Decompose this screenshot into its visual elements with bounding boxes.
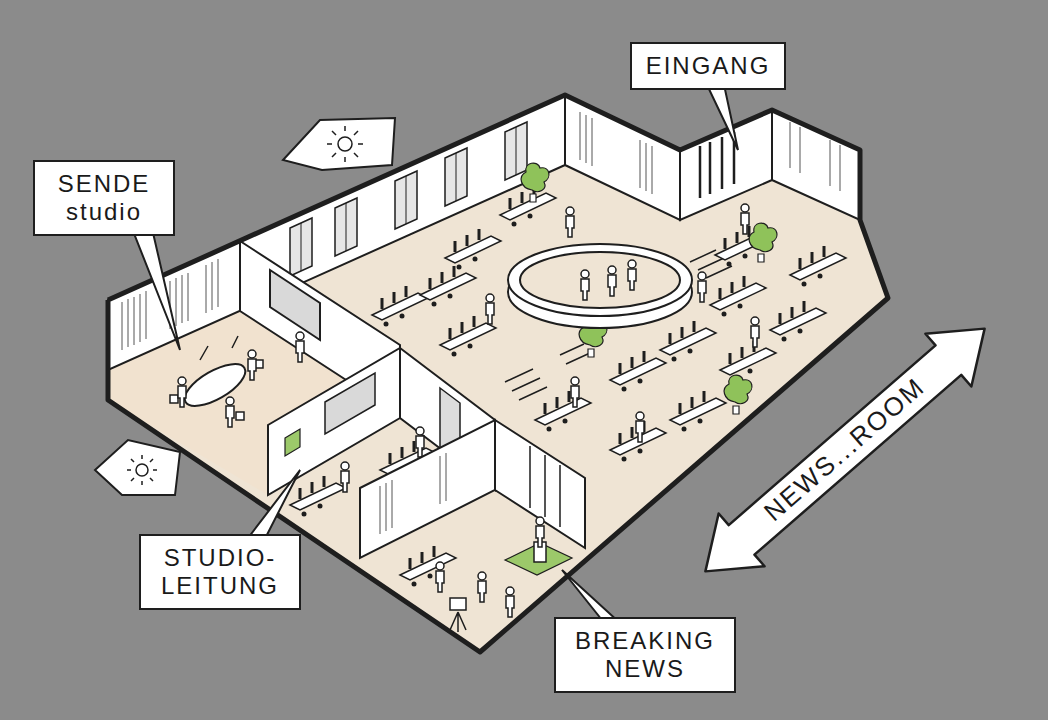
desk (710, 276, 766, 317)
wall-board (285, 429, 300, 456)
sun-arrow (283, 118, 395, 170)
sun-rays (127, 455, 157, 485)
sun-symbol (338, 137, 352, 151)
person (636, 412, 644, 442)
desk (720, 341, 776, 382)
person (178, 377, 186, 407)
plant (749, 223, 777, 262)
wall-hatching (580, 112, 652, 194)
callout-label: EINGANG (646, 52, 771, 80)
arrow-shape (283, 118, 395, 170)
person (698, 272, 706, 302)
callout-box: STUDIO- LEITUNG (139, 534, 301, 609)
person (741, 204, 749, 234)
callout-box: SENDE studio (33, 160, 175, 235)
arrow-shape (95, 440, 180, 495)
wall-hatching (380, 453, 446, 534)
ring-desk (508, 244, 692, 316)
desk (290, 476, 346, 517)
studio-table (179, 356, 252, 414)
desk (610, 351, 666, 392)
desk (500, 186, 556, 227)
desk (535, 391, 591, 432)
person (486, 294, 494, 324)
person (571, 377, 579, 407)
callout-label: BREAKING NEWS (570, 627, 720, 682)
sun-symbol (136, 464, 148, 476)
person (248, 350, 256, 380)
person (566, 207, 574, 237)
person (341, 462, 349, 492)
desk (790, 246, 846, 287)
desk (445, 229, 501, 270)
callout-label: SENDE studio (49, 170, 159, 225)
partition-wall (495, 420, 585, 548)
person (536, 517, 544, 547)
partition-wall (360, 420, 495, 558)
person (581, 270, 589, 300)
camera (450, 598, 466, 632)
window (325, 373, 375, 434)
callout-box: BREAKING NEWS (554, 617, 736, 692)
person (628, 260, 636, 290)
person (296, 332, 304, 362)
double-arrow-shape (682, 302, 1007, 598)
desk (660, 321, 716, 362)
sun-rays (327, 126, 363, 162)
person (436, 562, 444, 592)
entrance-wall (565, 95, 680, 220)
partition-wall (268, 348, 400, 495)
plant (521, 163, 549, 202)
glass-wall (530, 446, 560, 527)
person (506, 587, 514, 617)
plant (724, 375, 752, 414)
desk (420, 266, 476, 307)
desk (400, 546, 456, 587)
floor (108, 165, 888, 652)
desk (372, 286, 428, 327)
person (416, 427, 424, 457)
desk (670, 391, 726, 432)
callout-label: STUDIO- LEITUNG (155, 544, 285, 599)
microphone (200, 336, 238, 360)
person (226, 397, 234, 427)
person (608, 266, 616, 296)
callout-box: EINGANG (630, 42, 787, 90)
window (270, 270, 320, 340)
desk (770, 301, 826, 342)
person (478, 572, 486, 602)
sun-arrow (95, 440, 180, 495)
entrance-door (700, 132, 734, 198)
entrance-wall (772, 110, 860, 220)
building-outline (108, 95, 888, 652)
wall-hatching (790, 122, 840, 191)
floor-marking (505, 250, 732, 400)
person (751, 317, 759, 347)
ring-inner (520, 252, 680, 308)
